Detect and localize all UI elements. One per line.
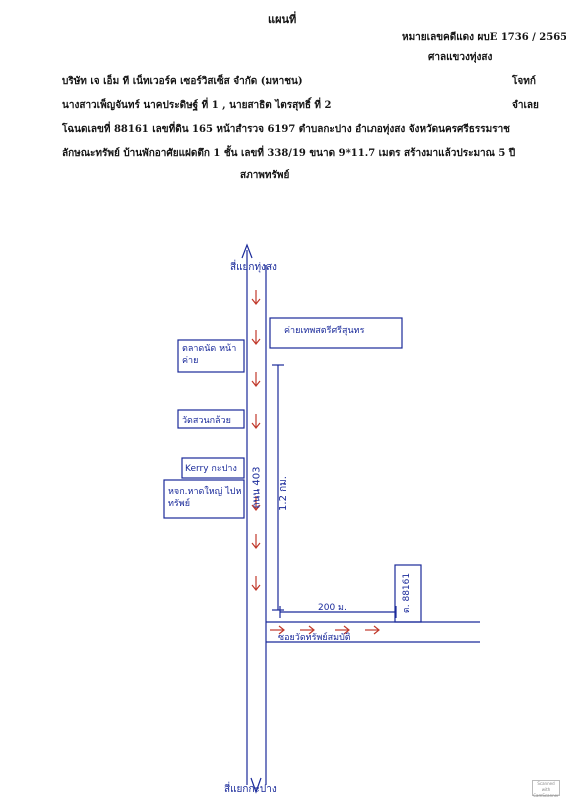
north-arrow-icon [241, 243, 253, 259]
plaintiff-role: โจทก์ [512, 76, 536, 87]
north-junction-label: สี่แยกทุ่งสง [230, 262, 277, 273]
temple-box [177, 409, 245, 429]
page-title: แผนที่ [268, 13, 297, 26]
house-label: ต. 88161 [402, 572, 413, 614]
property-condition-label: สภาพทรัพย์ [240, 170, 290, 181]
court-name: ศาลแขวงทุ่งสง [428, 52, 493, 63]
defendant-role: จำเลย [512, 100, 539, 111]
market-label: ตลาดนัด หน้าค่าย [182, 344, 237, 366]
camp-box [269, 317, 403, 349]
distance-long-label: 1.2 กม. [277, 476, 289, 511]
south-arrow-icon [250, 777, 262, 794]
highway-label: ถนน 403 [251, 466, 263, 509]
south-junction-label: สี่แยกกะปาง [224, 784, 277, 795]
house-box [394, 564, 422, 623]
market-box [177, 339, 245, 373]
kerry-label: Kerry กะปาง [185, 464, 237, 474]
property-description: ลักษณะทรัพย์ บ้านพักอาศัยแฝดตึก 1 ชั้น เ… [62, 148, 516, 159]
distance-short-label: 200 ม. [318, 603, 347, 613]
kerry-box [181, 457, 245, 479]
shop-box [163, 479, 245, 519]
defendant-name: นางสาวเพ็ญจันทร์ นาคประดิษฐ์ ที่ 1 , นาย… [62, 100, 332, 111]
direction-arrows-icon [251, 290, 380, 635]
case-number: หมายเลขคดีแดง ผบE 1736 / 2565 [402, 32, 566, 43]
deed-line: โฉนดเลขที่ 88161 เลขที่ดิน 165 หน้าสำรวจ… [62, 124, 510, 135]
camp-label: ค่ายเทพสตรีศรีสุนทร [284, 326, 365, 336]
plaintiff-name: บริษัท เจ เอ็ม ที เน็ทเวอร์ค เซอร์วิสเซ็… [62, 76, 303, 87]
shop-label: หจก.หาดใหญ่ ไปหทรัพย์ [168, 487, 242, 509]
side-road-label: ซอยวัดทรัพย์สมบัติ [278, 633, 351, 643]
temple-label: วัดสวนกล้วย [182, 416, 231, 426]
